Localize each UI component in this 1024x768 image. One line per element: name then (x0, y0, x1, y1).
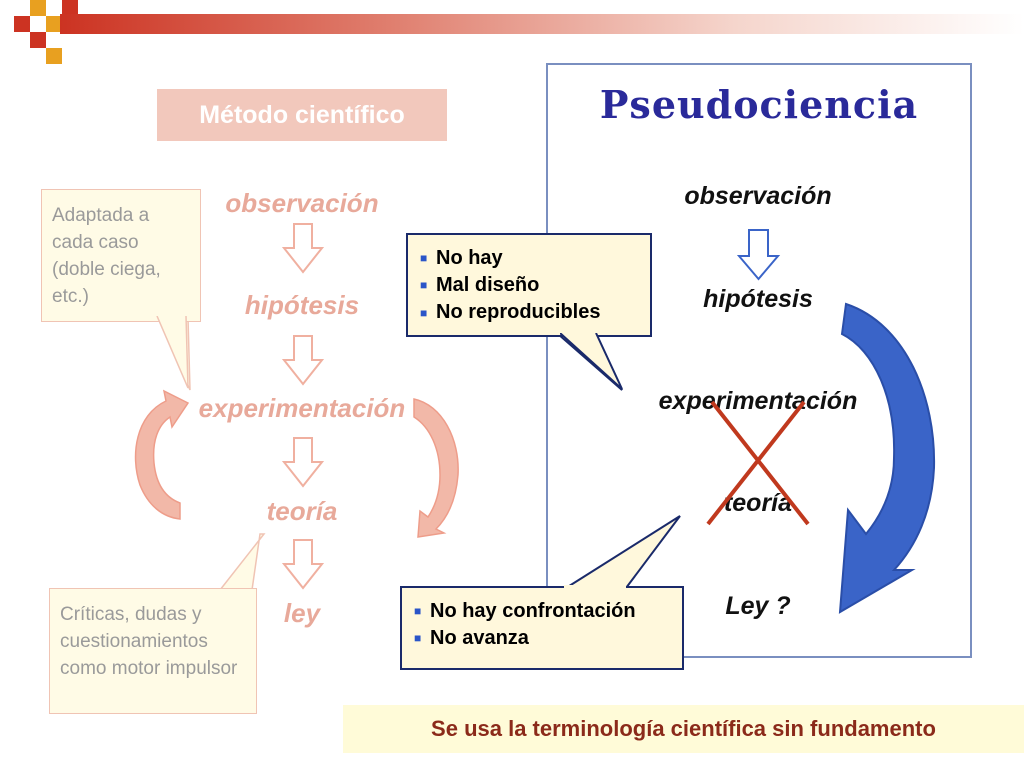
note-item: ■ No hay confrontación (414, 598, 670, 625)
note-item-text: Mal diseño (436, 274, 540, 297)
note-item-text: No reproducibles (436, 301, 601, 324)
note-criticas: Críticas, dudas y cuestionamientos como … (49, 588, 257, 714)
down-arrow-icon (282, 437, 324, 488)
callout-pointer-cover (560, 333, 623, 390)
metodo-step-teoria: teoría (266, 496, 338, 526)
note-item-text: No hay confrontación (430, 600, 636, 622)
note-adaptada: Adaptada a cada caso (doble ciega, etc.) (41, 189, 201, 322)
down-arrow-icon (737, 229, 781, 281)
pseudo-step-teoria: teoría (723, 489, 793, 517)
corner-decoration (0, 0, 80, 64)
metodo-title: Método científico (157, 89, 447, 141)
header-gradient-bar (60, 14, 1024, 34)
bullet-icon: ■ (414, 631, 422, 646)
callout-pointer-cover (156, 316, 189, 389)
callout-pointer (562, 515, 681, 589)
metodo-step-ley: ley (283, 598, 321, 628)
note-item-text: No avanza (430, 627, 529, 650)
down-arrow-icon (282, 335, 324, 386)
note-item: ■ No avanza (414, 625, 670, 652)
note-no-hay: ■ No hay ■ Mal diseño ■ No reproducibles (406, 233, 652, 337)
bullet-icon: ■ (420, 278, 428, 293)
callout-pointer-cover (564, 585, 626, 592)
note-item-text: No hay (436, 247, 503, 269)
metodo-step-observacion: observación (225, 188, 379, 218)
pseudo-step-ley: Ley ? (725, 592, 791, 620)
bullet-icon: ■ (414, 604, 422, 619)
pseudo-step-observacion: observación (684, 182, 832, 210)
note-item: ■ Mal diseño (420, 272, 638, 299)
bullet-icon: ■ (420, 305, 428, 320)
down-arrow-icon (282, 223, 324, 274)
metodo-step-experimentacion: experimentación (198, 393, 406, 423)
footer-statement: Se usa la terminología científica sin fu… (343, 705, 1024, 753)
note-item: ■ No reproducibles (420, 299, 638, 326)
bullet-icon: ■ (420, 251, 428, 266)
cycle-arrow-left-icon (134, 389, 190, 520)
pseudo-step-hipotesis: hipótesis (703, 285, 813, 313)
cross-icon (706, 400, 810, 526)
metodo-step-hipotesis: hipótesis (244, 290, 360, 320)
note-item: ■ No hay (420, 245, 638, 272)
skip-arrow-icon (838, 302, 936, 614)
down-arrow-icon (282, 539, 324, 590)
cycle-arrow-right-icon (413, 398, 459, 538)
pseudo-step-experimentacion: experimentación (658, 387, 858, 415)
note-no-confrontacion: ■ No hay confrontación ■ No avanza (400, 586, 684, 670)
pseudociencia-title: Pseudociencia (599, 82, 919, 127)
